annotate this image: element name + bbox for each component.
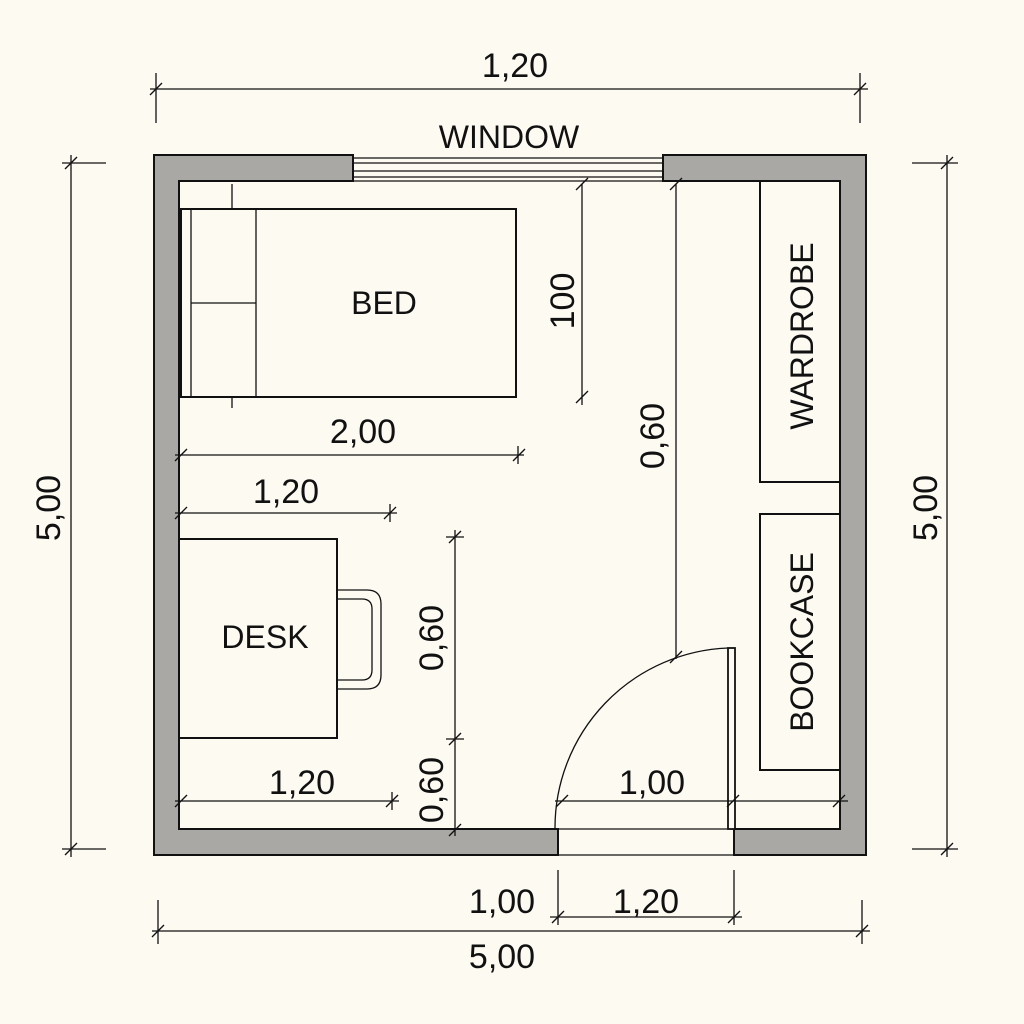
dim-desk-offset (174, 504, 397, 522)
dim-bottom-width (151, 900, 870, 944)
dim-door-offset-label: 1,00 (469, 883, 535, 921)
dim-right-height-label: 5,00 (907, 475, 945, 541)
dim-bottom-width-label: 5,00 (469, 938, 535, 976)
dim-desk-depth-label: 0,60 (413, 605, 451, 671)
bed-label: BED (351, 285, 417, 321)
dim-door-width (550, 870, 742, 925)
window-label: WINDOW (439, 119, 580, 155)
wall-left-top (153, 154, 559, 856)
door-swing-arc (554, 647, 729, 830)
dim-desk-bottom-label: 1,20 (269, 764, 335, 802)
dim-aisle-length (669, 177, 683, 664)
dim-left-height-label: 5,00 (30, 475, 68, 541)
dim-desk-bottom (174, 792, 399, 810)
wardrobe-label: WARDROBE (784, 242, 820, 429)
door-opening (558, 828, 734, 856)
dim-door-swing-label: 1,00 (619, 764, 685, 802)
dim-bed-width-label: 100 (544, 273, 582, 330)
dim-door-width-label: 1,20 (613, 883, 679, 921)
dim-bed-length-label: 2,00 (330, 413, 396, 451)
bed (180, 208, 517, 398)
dim-bed-length (174, 446, 526, 464)
dim-desk-depth (446, 530, 464, 837)
window (353, 157, 663, 182)
dim-top-width (149, 73, 868, 123)
desk-label: DESK (221, 619, 308, 655)
chair (337, 589, 382, 690)
door (554, 647, 736, 830)
bookcase-label: BOOKCASE (784, 552, 820, 732)
dim-aisle-length-label: 0,60 (634, 403, 672, 469)
desk (178, 538, 338, 739)
dim-top-width-label: 1,20 (482, 47, 548, 85)
dim-desk-offset-label: 1,20 (253, 473, 319, 511)
door-leaf (727, 647, 736, 830)
wardrobe (759, 180, 841, 483)
dim-bed-width (231, 177, 589, 408)
dim-door-swing (555, 794, 848, 808)
dim-left-height (62, 155, 106, 857)
bookcase (759, 513, 841, 771)
dim-desk-clearance-label: 0,60 (413, 757, 451, 823)
dim-right-height (912, 155, 958, 857)
